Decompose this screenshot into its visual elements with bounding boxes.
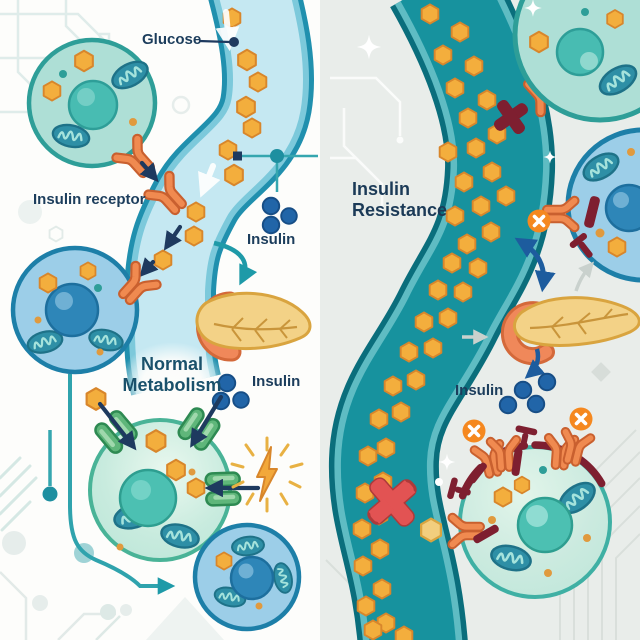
- cell-a: [26, 37, 158, 169]
- pancreas-insulin-arrow-right: [524, 348, 546, 379]
- insulin-label-right: Insulin: [455, 382, 504, 399]
- sparkle-icons: [356, 0, 557, 486]
- insulin-label-top-left: Insulin: [247, 231, 296, 248]
- cell-f: [525, 127, 640, 283]
- error-badge-icon: [525, 207, 553, 235]
- circuit-arrow-bottom-left: [42, 374, 176, 595]
- blocked-receptor-top-right: [493, 72, 562, 135]
- cell-e: [512, 0, 640, 123]
- error-badge-icon: [567, 405, 595, 433]
- cell-g-resistant: [419, 405, 612, 599]
- glucose-label: Glucose: [142, 31, 202, 48]
- pancreas-left: [195, 291, 312, 362]
- pancreas-right: [500, 296, 640, 366]
- insulin-resistance-title: Insulin Resistance: [352, 179, 448, 220]
- glucose-pointer: [198, 37, 239, 47]
- cell-d: [192, 522, 302, 632]
- exchange-arrow-right: [514, 237, 556, 293]
- cell-glucose-uptake: [85, 387, 261, 562]
- normal-metabolism-title: Normal Metabolism: [122, 354, 222, 395]
- insulin-label-mid-left: Insulin: [252, 373, 301, 390]
- arrow-to-pancreas-left: [213, 240, 258, 286]
- gray-arrows-right: [462, 261, 595, 345]
- insulin-connector-left: [233, 149, 318, 192]
- energy-bolt-icon: [230, 436, 304, 513]
- vessel-fade: [118, 342, 226, 426]
- flow-arrows-left-vessel: [139, 9, 240, 278]
- error-badge-icon: [460, 417, 488, 445]
- cell-b: [10, 245, 156, 375]
- insulin-receptor-icons-left: [117, 139, 189, 216]
- blocked-glucose-x-icon: [367, 477, 417, 527]
- insulin-receptor-label: Insulin receptor: [33, 191, 146, 208]
